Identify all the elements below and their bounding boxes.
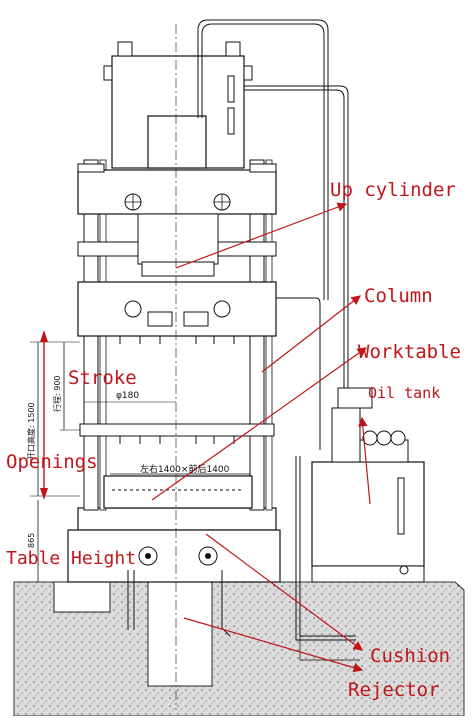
dimension-lines xyxy=(30,341,250,582)
table-height-value: 865 xyxy=(27,533,36,548)
top-crown xyxy=(77,41,277,257)
label-openings: Openings xyxy=(6,451,98,473)
label-stroke: Stroke xyxy=(68,367,137,389)
main-cylinder-ram xyxy=(137,213,219,277)
label-table-height: Table Height xyxy=(6,548,136,569)
label-oil-tank: Oil tank xyxy=(368,384,440,402)
label-worktable: Worktable xyxy=(358,341,461,363)
work-frame xyxy=(79,423,275,444)
label-column: Column xyxy=(364,285,433,307)
annotation-lines xyxy=(40,202,371,673)
opening-height-dimension: 开口高度: 1500 xyxy=(26,402,36,460)
label-up-cylinder: Up cylinder xyxy=(330,179,456,201)
stroke-length-dimension: 行程: 900 xyxy=(52,375,62,412)
table-size-dimension: 左右1400×前后1400 xyxy=(140,463,230,475)
cylinder-diameter-dimension: φ180 xyxy=(116,391,139,401)
oil-tank-unit xyxy=(311,387,425,583)
foundation-ground xyxy=(13,580,465,717)
press-base xyxy=(67,507,281,637)
moving-beam xyxy=(77,281,277,344)
label-rejector: Rejector xyxy=(348,679,440,701)
label-cushion: Cushion xyxy=(370,645,450,667)
hydraulic-pipes xyxy=(197,19,356,641)
